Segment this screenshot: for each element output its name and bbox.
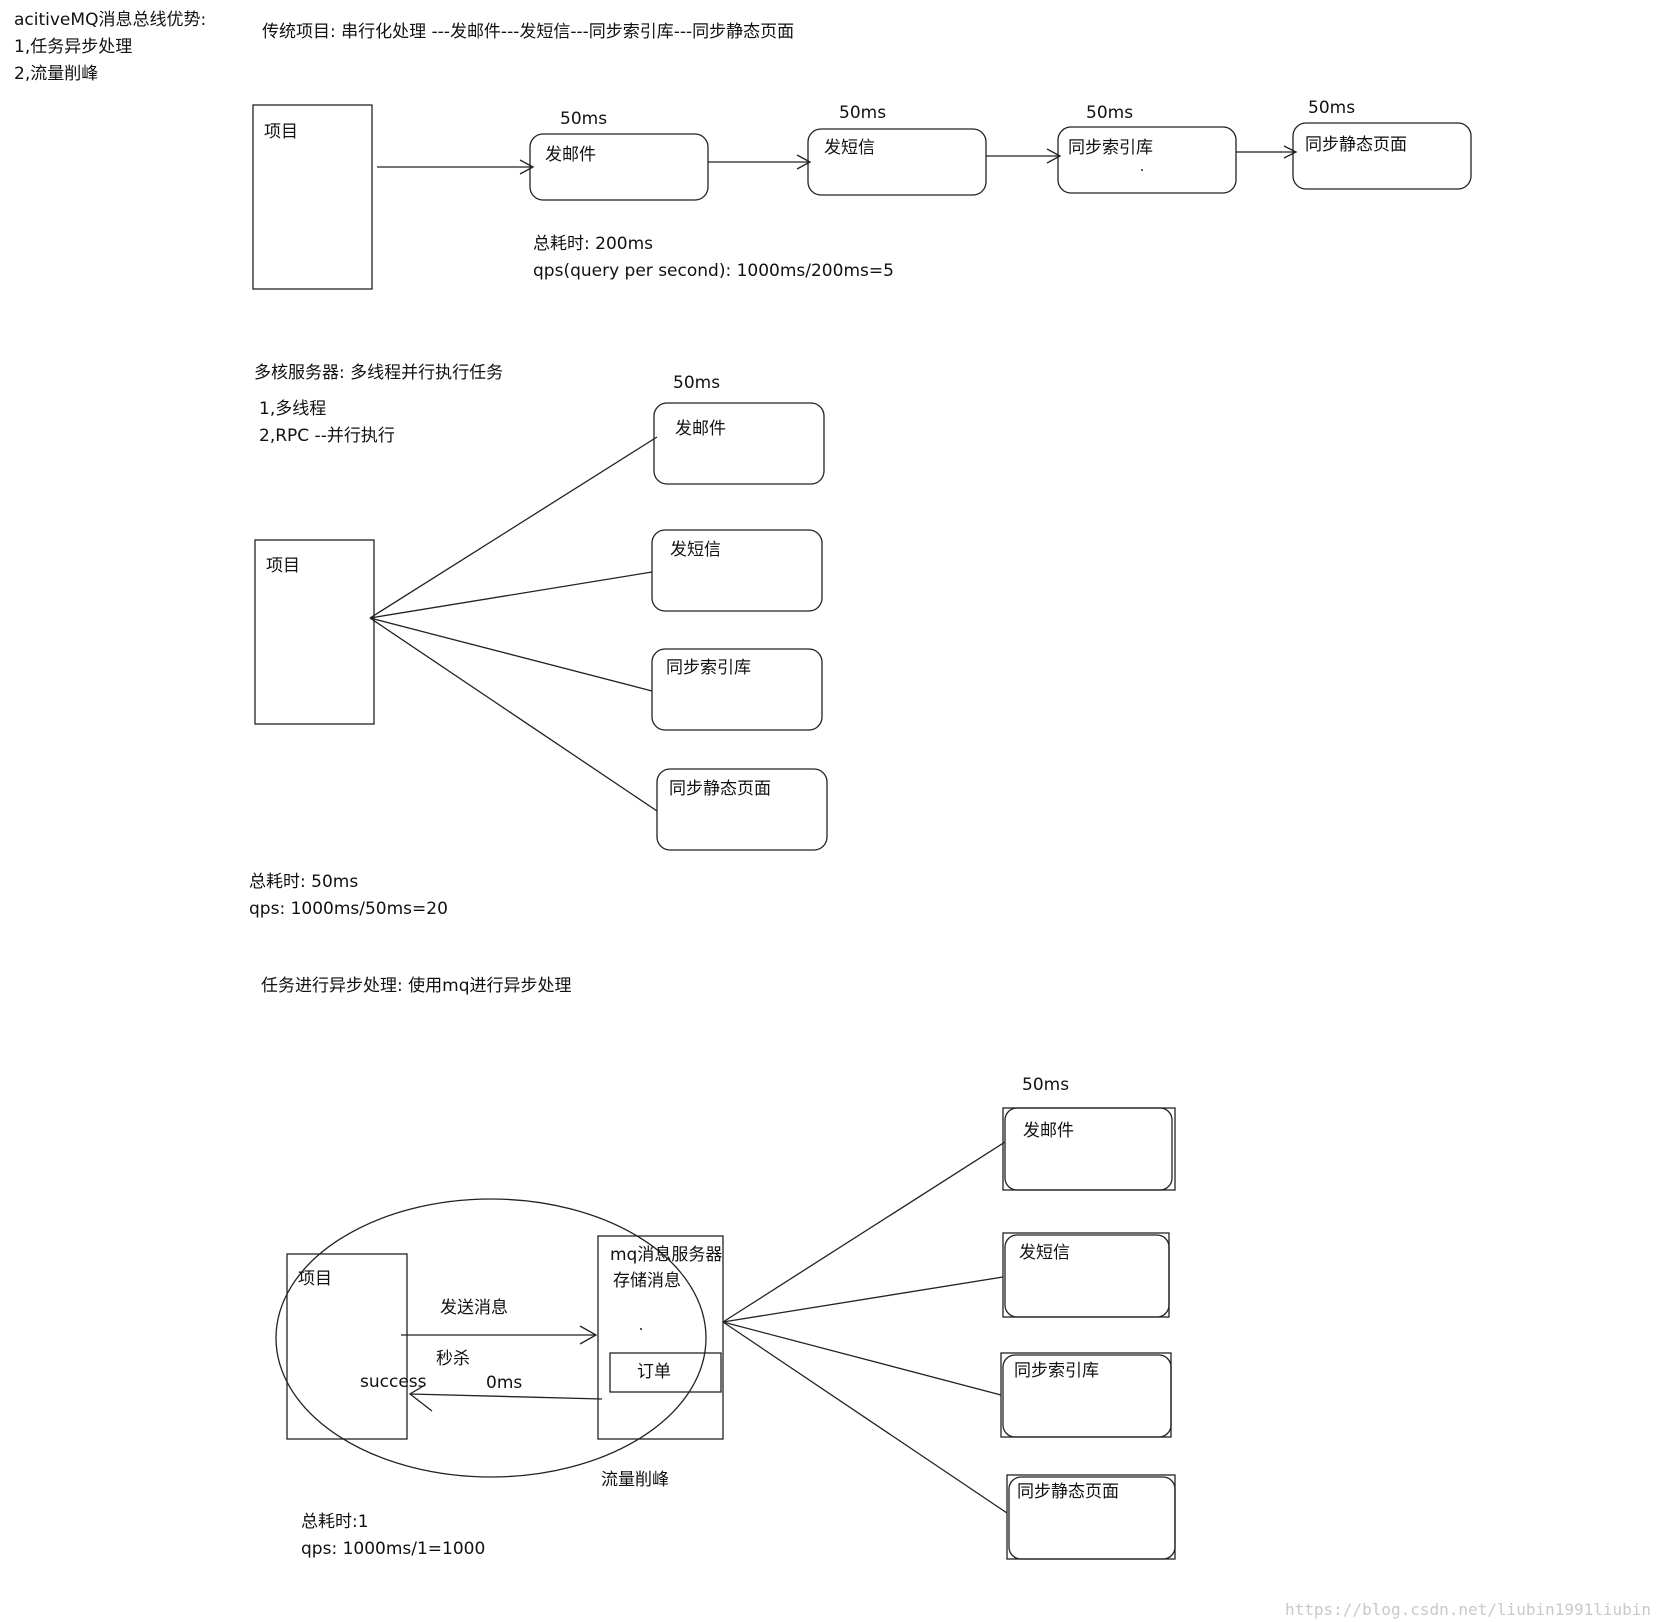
s3-task-label: 发短信 [1019, 1243, 1070, 1263]
s2-task-label: 同步静态页面 [669, 779, 771, 799]
s3-send-label: 发送消息 [440, 1298, 508, 1318]
s2-task-box-2 [651, 529, 823, 612]
s1-arrowhead-3 [1046, 148, 1062, 164]
s2-task-label: 发邮件 [675, 419, 726, 439]
s2-project-label: 项目 [266, 556, 300, 576]
s3-total: 总耗时:1 [301, 1512, 369, 1532]
s2-task-label: 发短信 [670, 540, 721, 560]
stray-dot [640, 1328, 642, 1330]
s3-time: 50ms [1022, 1075, 1070, 1095]
s3-qps: qps: 1000ms/1=1000 [301, 1539, 486, 1559]
intro-item: 1,任务异步处理 [14, 37, 133, 57]
s3-task-box-2 [1004, 1234, 1170, 1318]
s1-step-label: 同步索引库 [1068, 138, 1153, 158]
s2-task-box-1 [653, 402, 825, 485]
s3-task-label: 同步索引库 [1014, 1361, 1099, 1381]
s3-line-3 [722, 1321, 1002, 1396]
s1-step-time: 50ms [839, 103, 887, 123]
s3-task-label: 同步静态页面 [1017, 1482, 1119, 1502]
s3-send-arrowhead [579, 1325, 598, 1345]
s3-task-label: 发邮件 [1023, 1121, 1074, 1141]
s3-peak-ellipse [275, 1198, 707, 1478]
s3-seckill-label: 秒杀 [436, 1349, 470, 1369]
s1-step-label: 发短信 [824, 138, 875, 158]
s3-peak-label: 流量削峰 [601, 1470, 669, 1490]
s3-line-4 [722, 1321, 1008, 1514]
s1-step-label: 同步静态页面 [1305, 135, 1407, 155]
s2-time: 50ms [673, 373, 721, 393]
s1-project-box [252, 104, 373, 290]
s3-mq-server-box [597, 1235, 724, 1440]
s1-arrowhead-2 [796, 154, 812, 170]
s1-step-box-4 [1292, 122, 1472, 190]
s3-success-label: success [360, 1372, 427, 1392]
s1-step-box-3 [1057, 126, 1237, 194]
s1-step-time: 50ms [560, 109, 608, 129]
s1-step-time: 50ms [1308, 98, 1356, 118]
s1-qps: qps(query per second): 1000ms/200ms=5 [533, 261, 894, 281]
s2-total: 总耗时: 50ms [249, 872, 359, 892]
watermark: https://blog.csdn.net/liubin1991liubin [1285, 1600, 1652, 1619]
s3-project-label: 项目 [298, 1269, 332, 1289]
s3-zero-label: 0ms [486, 1373, 523, 1393]
s2-task-box-3 [651, 648, 823, 731]
s3-return-arrow [409, 1393, 603, 1400]
s2-line-2 [369, 571, 653, 619]
s1-total: 总耗时: 200ms [533, 234, 653, 254]
s2-heading: 多核服务器: 多线程并行执行任务 [254, 363, 504, 383]
s2-item: 2,RPC --并行执行 [259, 426, 395, 446]
s3-order-label: 订单 [637, 1362, 671, 1382]
s1-project-label: 项目 [264, 122, 298, 142]
s3-task-box-3 [1002, 1354, 1172, 1438]
s3-return-arrowhead [408, 1384, 433, 1412]
s3-line-1 [722, 1141, 1006, 1323]
s1-step-time: 50ms [1086, 103, 1134, 123]
s3-project-box [286, 1253, 408, 1440]
s2-task-box-4 [656, 768, 828, 851]
s1-heading: 传统项目: 串行化处理 ---发邮件---发短信---同步索引库---同步静态页… [262, 22, 795, 42]
s1-arrowhead-1 [519, 159, 535, 175]
s3-order-box [609, 1352, 722, 1393]
s2-line-4 [369, 617, 658, 812]
s1-step-label: 发邮件 [545, 145, 596, 165]
stray-dot [1141, 169, 1143, 171]
s3-task-box-4 [1008, 1476, 1176, 1560]
s3-heading: 任务进行异步处理: 使用mq进行异步处理 [261, 976, 572, 996]
s3-line-2 [722, 1276, 1004, 1323]
s3-server-sub: 存储消息 [613, 1271, 681, 1291]
s2-project-box [254, 539, 375, 725]
intro-item: 2,流量削峰 [14, 64, 99, 84]
s2-line-3 [369, 617, 653, 692]
s2-task-label: 同步索引库 [666, 658, 751, 678]
s2-qps: qps: 1000ms/50ms=20 [249, 899, 448, 919]
intro-title: acitiveMQ消息总线优势: [14, 10, 207, 30]
s1-step-box-1 [529, 133, 709, 201]
s2-line-1 [369, 436, 658, 619]
s3-task-box-1 [1004, 1107, 1173, 1191]
s2-item: 1,多线程 [259, 399, 327, 419]
s1-arrowhead-4 [1283, 145, 1298, 159]
s3-server-title: mq消息服务器 [610, 1245, 723, 1265]
